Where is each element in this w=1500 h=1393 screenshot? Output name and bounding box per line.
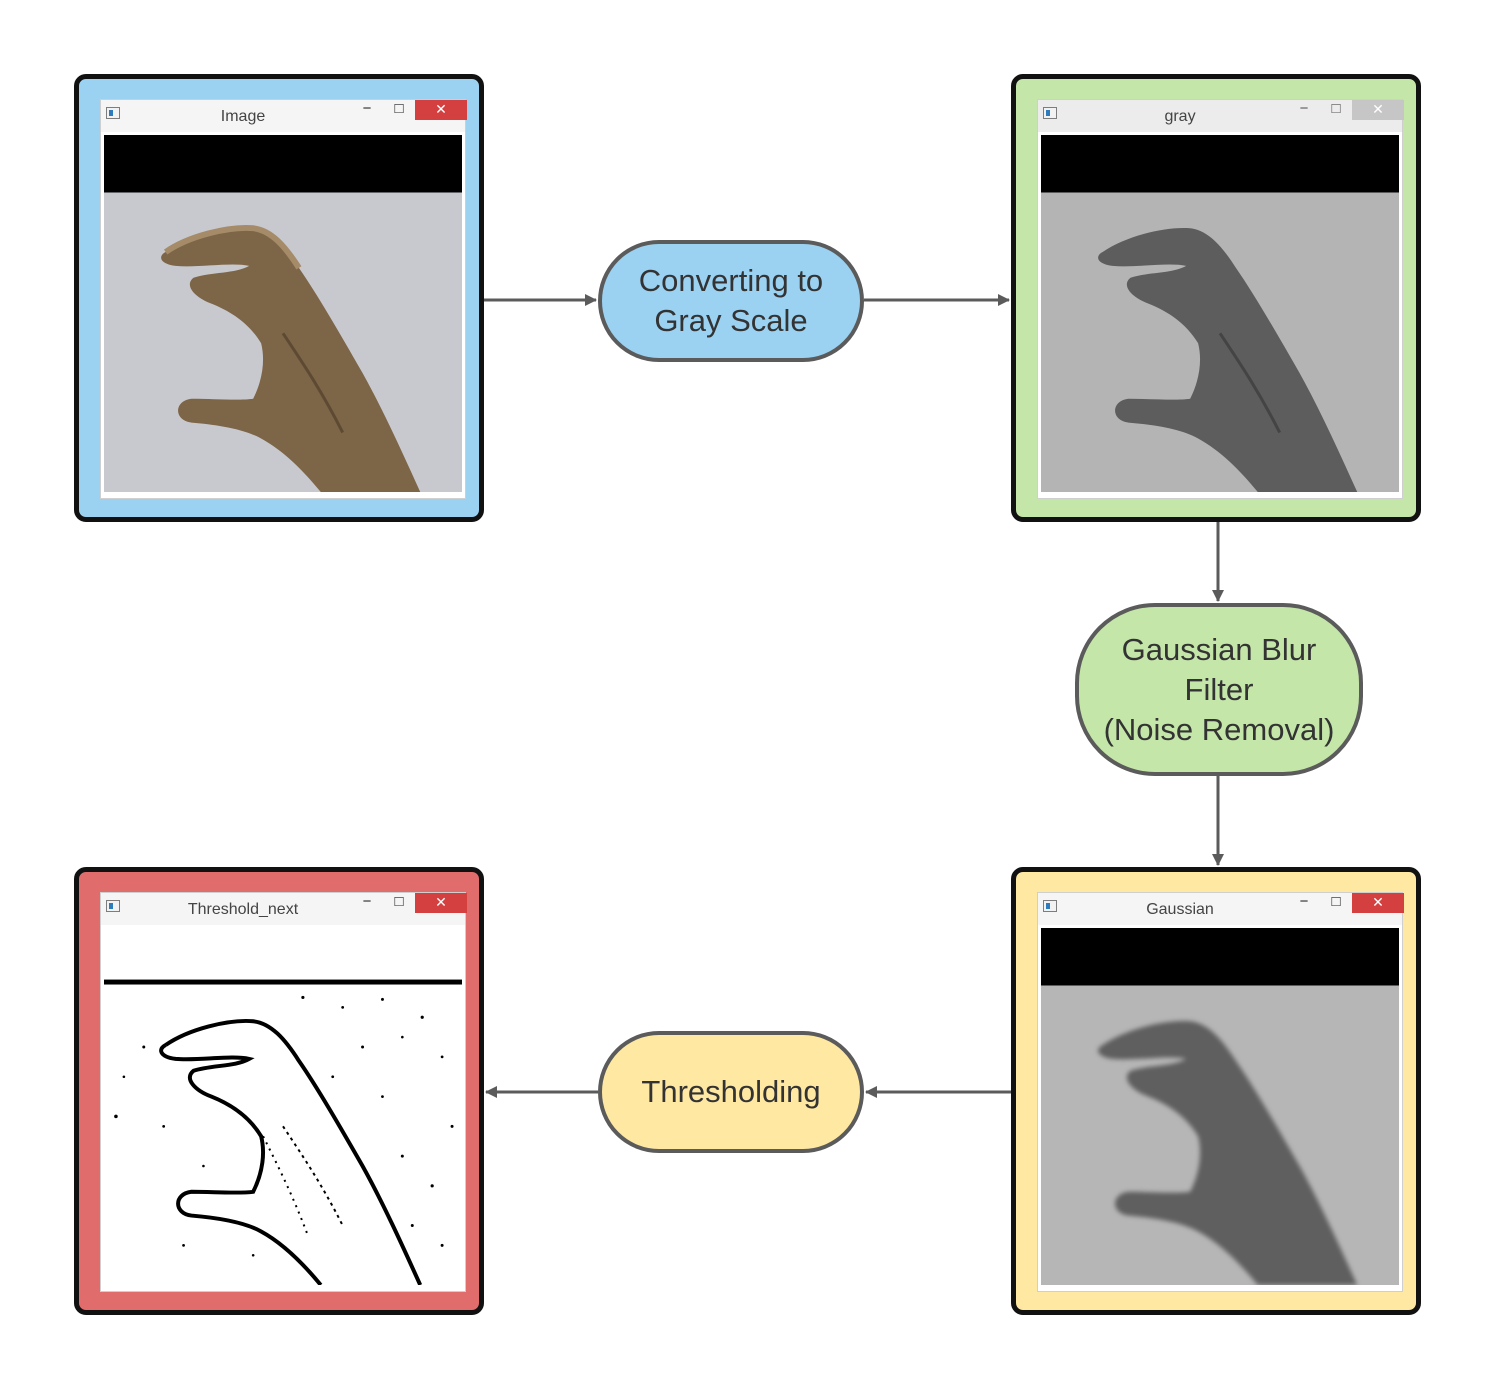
app-window-icon — [1043, 107, 1057, 119]
gray-stage-frame: gray − □ ✕ — [1011, 74, 1421, 522]
minimize-button[interactable]: − — [1299, 100, 1309, 117]
gaussian-window: Gaussian − □ ✕ — [1037, 892, 1404, 1292]
window-title: Gaussian — [1146, 901, 1214, 918]
window-title: Image — [220, 108, 266, 125]
app-window-icon — [106, 900, 120, 912]
threshold-window: Threshold_next − □ ✕ — [100, 892, 467, 1292]
minimize-button[interactable]: − — [362, 893, 372, 910]
threshold-stage-frame: Threshold_next − □ ✕ — [74, 867, 484, 1315]
gaussian-blur-process-node: Gaussian Blur Filter (Noise Removal) — [1075, 603, 1363, 776]
maximize-button[interactable]: □ — [394, 893, 404, 910]
image-stage-frame: Image − □ ✕ — [74, 74, 484, 522]
node-label-line: Gaussian Blur — [1121, 631, 1317, 667]
thresholding-process-node: Thresholding — [598, 1031, 864, 1153]
maximize-button[interactable]: □ — [1331, 893, 1341, 910]
window-title: gray — [1164, 108, 1196, 125]
node-label-line: Gray Scale — [654, 303, 808, 338]
hand-color-image — [104, 135, 462, 492]
gray-window-titlebar: gray − □ ✕ — [1038, 100, 1404, 132]
node-label-line: Thresholding — [641, 1074, 821, 1109]
close-button[interactable]: ✕ — [1352, 893, 1404, 913]
gray-window: gray − □ ✕ — [1037, 99, 1404, 499]
node-label-line: (Noise Removal) — [1103, 711, 1335, 747]
window-title: Threshold_next — [187, 901, 299, 918]
grayscale-process-node: Converting to Gray Scale — [598, 240, 864, 362]
hand-blurred-image — [1041, 928, 1399, 1285]
minimize-button[interactable]: − — [362, 100, 372, 117]
gaussian-stage-frame: Gaussian − □ ✕ — [1011, 867, 1421, 1315]
image-window: Image − □ ✕ — [100, 99, 467, 499]
app-window-icon — [106, 107, 120, 119]
maximize-button[interactable]: □ — [1331, 100, 1341, 117]
gaussian-window-titlebar: Gaussian − □ ✕ — [1038, 893, 1404, 925]
threshold-window-titlebar: Threshold_next − □ ✕ — [101, 893, 467, 925]
node-label-line: Filter — [1184, 671, 1254, 707]
app-window-icon — [1043, 900, 1057, 912]
hand-threshold-image — [104, 928, 462, 1285]
close-button[interactable]: ✕ — [1352, 100, 1404, 120]
close-button[interactable]: ✕ — [415, 100, 467, 120]
minimize-button[interactable]: − — [1299, 893, 1309, 910]
hand-grayscale-image — [1041, 135, 1399, 492]
node-label-line: Converting to — [638, 263, 824, 298]
image-window-titlebar: Image − □ ✕ — [101, 100, 467, 132]
close-button[interactable]: ✕ — [415, 893, 467, 913]
maximize-button[interactable]: □ — [394, 100, 404, 117]
